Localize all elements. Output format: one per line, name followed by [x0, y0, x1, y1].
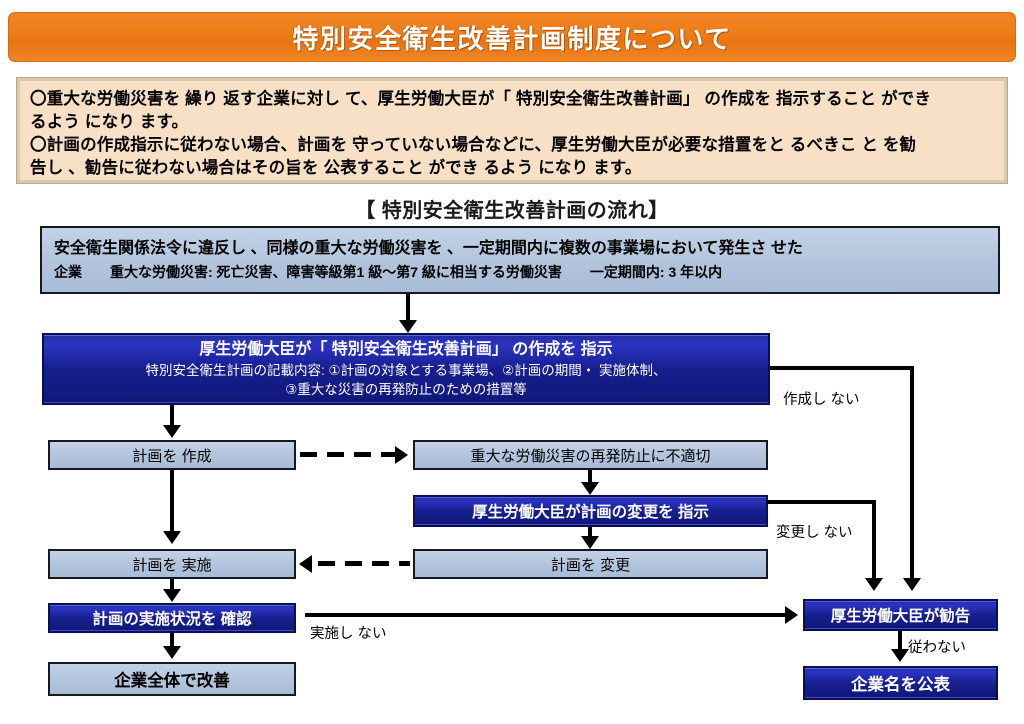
flow-box-company-wide-improvement: 企業全体で改善: [48, 662, 296, 696]
edge-label-no-create: 作成し ない: [783, 392, 860, 408]
flow-box-target-company-line2: 企業 重大な労働災害: 死亡災害、障害等級第1 級〜第7 級に相当する労働災害 …: [54, 264, 723, 280]
flow-box-minister-instruction: 厚生労働大臣が「 特別安全衛生改善計画」 の作成を 指示 特別安全衛生計画の記載…: [42, 333, 770, 405]
connector-recommend-to-publish: [898, 631, 902, 651]
connector-create-to-implement: [170, 470, 174, 533]
arrowhead-implement-to-confirm: [163, 589, 181, 602]
arrowhead-recommend-to-publish: [891, 649, 909, 662]
flow-box-minister-recommendation: 厚生労働大臣が勧告: [803, 599, 998, 631]
arrowhead-instruct-to-create: [163, 425, 181, 438]
connector-no-change-h: [766, 500, 876, 504]
flow-box-change-plan-label: 計画を 変更: [550, 556, 631, 574]
flow-box-minister-instruction-line3: ③重大な災害の再発防止のための措置等: [285, 382, 527, 397]
edge-label-no-comply: 従わない: [908, 640, 966, 656]
edge-label-no-implement: 実施し ない: [310, 626, 387, 642]
arrowhead-create-to-inadequate: [395, 446, 408, 464]
flow-box-minister-recommendation-label: 厚生労働大臣が勧告: [830, 608, 971, 625]
arrowhead-no-create: [903, 578, 921, 591]
flow-box-minister-change-order: 厚生労働大臣が計画の変更を 指示: [413, 495, 768, 527]
flow-box-publish-company-name: 企業名を公表: [803, 666, 998, 700]
connector-no-create-v: [910, 366, 914, 580]
page-title: 特別安全衛生改善計画制度について: [292, 23, 732, 54]
flow-box-inadequate-prevention-label: 重大な労働災害の再発防止に不適切: [470, 447, 711, 465]
flow-box-target-company-line1: 安全衛生関係法令に違反し 、同様の重大な労働災害を 、一定期間内に複数の事業場に…: [54, 240, 803, 257]
description-line-4: 告し 、勧告に従わない場合はその旨を 公表すること ができ るよう になり ます…: [30, 159, 642, 177]
arrowhead-create-to-implement: [163, 531, 181, 544]
arrowhead-target-to-instruct: [399, 320, 417, 333]
flow-box-publish-company-name-label: 企業名を公表: [851, 676, 950, 694]
arrowhead-change-order-to-change: [581, 536, 599, 549]
description-line-1: 〇重大な労働災害を 繰り 返す企業に対し て、厚生労働大臣が「 特別安全衛生改善…: [30, 90, 932, 108]
connector-no-change-v: [872, 500, 876, 580]
flow-box-minister-instruction-line1: 厚生労働大臣が「 特別安全衛生改善計画」 の作成を 指示: [199, 341, 613, 358]
flow-section-heading: 【 特別安全衛生改善計画の流れ】: [355, 200, 669, 222]
flow-box-confirm-status-label: 計画の実施状況を 確認: [92, 611, 252, 628]
connector-no-create-h: [768, 366, 914, 370]
flow-box-target-company: 安全衛生関係法令に違反し 、同様の重大な労働災害を 、一定期間内に複数の事業場に…: [40, 226, 1000, 294]
arrowhead-no-change: [865, 578, 883, 591]
flow-box-minister-instruction-line2: 特別安全衛生計画の記載内容: ①計画の対象とする事業場、②計画の期間・ 実施体制…: [145, 363, 667, 378]
flow-box-inadequate-prevention: 重大な労働災害の再発防止に不適切: [413, 440, 768, 470]
flow-box-company-wide-improvement-label: 企業全体で改善: [114, 672, 230, 690]
description-line-3: 〇計画の作成指示に従わない場合、計画を 守っていない場合などに、厚生労働大臣が必…: [30, 136, 917, 154]
flow-box-confirm-status: 計画の実施状況を 確認: [48, 603, 296, 633]
connector-confirm-to-improve: [170, 633, 174, 648]
connector-confirm-to-recommend: [305, 613, 785, 617]
flow-box-implement-plan: 計画を 実施: [48, 549, 296, 579]
page-title-banner: 特別安全衛生改善計画制度について: [8, 12, 1016, 62]
flow-box-create-plan: 計画を 作成: [48, 440, 296, 470]
description-panel: 〇重大な労働災害を 繰り 返す企業に対し て、厚生労働大臣が「 特別安全衛生改善…: [16, 77, 1008, 184]
connector-change-order-to-change: [588, 527, 592, 539]
connector-instruct-to-create: [170, 405, 174, 427]
flow-box-change-plan: 計画を 変更: [413, 549, 768, 579]
arrowhead-confirm-to-improve: [163, 646, 181, 659]
connector-change-to-implement: [318, 561, 410, 566]
description-line-2: るよう になり ます。: [30, 113, 189, 131]
flow-box-create-plan-label: 計画を 作成: [132, 447, 212, 465]
flow-box-minister-change-order-label: 厚生労働大臣が計画の変更を 指示: [472, 504, 709, 521]
flow-box-implement-plan-label: 計画を 実施: [132, 556, 212, 574]
connector-inadequate-to-change-order: [588, 470, 592, 484]
connector-target-to-instruct: [406, 294, 410, 322]
arrowhead-confirm-to-recommend: [785, 606, 798, 624]
edge-label-no-change: 変更し ない: [776, 525, 853, 541]
arrowhead-inadequate-to-change-order: [581, 482, 599, 495]
connector-implement-to-confirm: [170, 579, 174, 591]
connector-create-to-inadequate: [300, 452, 395, 457]
arrowhead-change-to-implement: [299, 555, 312, 573]
